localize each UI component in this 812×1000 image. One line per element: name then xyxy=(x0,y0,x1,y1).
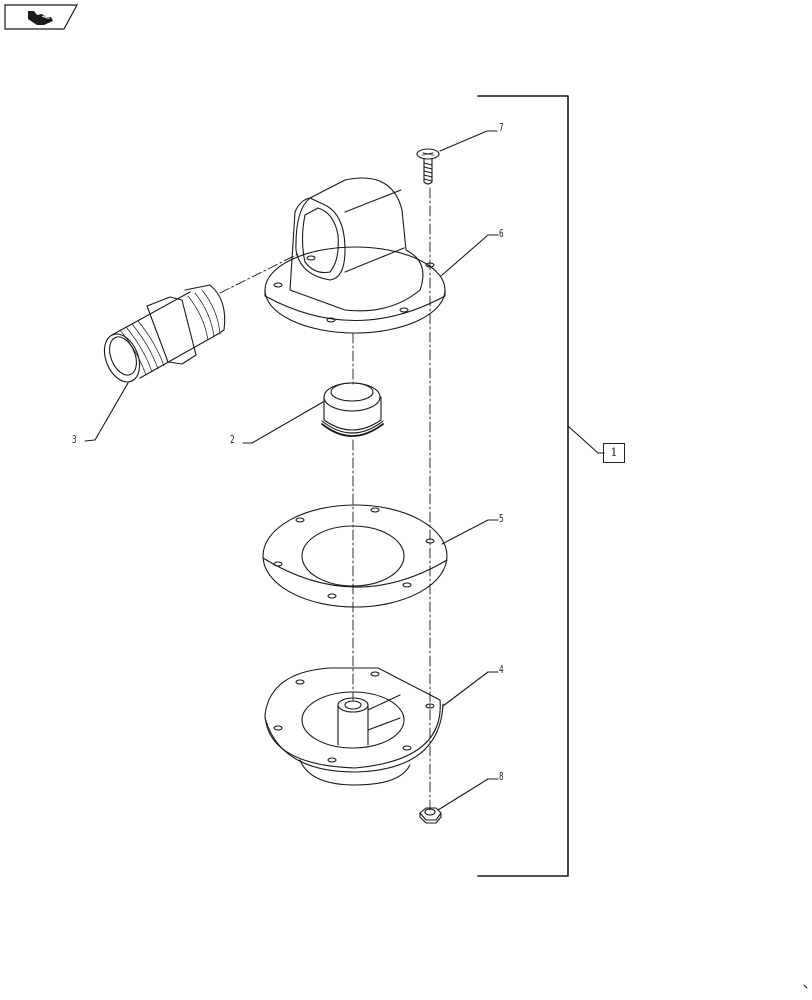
assembly-reference-box: 1 xyxy=(603,443,625,463)
callout-8: 8 xyxy=(499,770,504,783)
callout-2: 2 xyxy=(230,433,235,446)
back-to-index-hand-icon xyxy=(4,4,78,30)
assembly-bracket xyxy=(477,95,605,877)
center-lines xyxy=(219,187,431,811)
callout-4: 4 xyxy=(499,663,504,676)
callout-5: 5 xyxy=(499,512,504,525)
callout-6: 6 xyxy=(499,227,504,240)
screw-part-7 xyxy=(416,130,498,185)
base-flange-part-4 xyxy=(264,667,499,786)
gasket-part-5 xyxy=(262,504,499,608)
cap-part-2 xyxy=(242,382,384,444)
callout-7: 7 xyxy=(499,121,504,134)
index-nav-button[interactable] xyxy=(4,4,78,30)
nut-part-8 xyxy=(419,778,499,824)
callout-3: 3 xyxy=(72,433,77,446)
elbow-housing-part-6 xyxy=(264,177,499,334)
threaded-nipple-part-3 xyxy=(84,284,226,442)
